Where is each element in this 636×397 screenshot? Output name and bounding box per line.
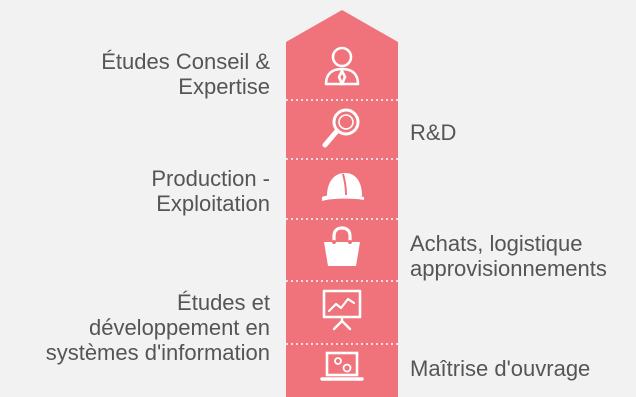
magnifier-icon: [322, 108, 360, 148]
hard-hat-icon: [322, 173, 364, 201]
arrow-column: [286, 10, 398, 397]
person-icon: [324, 46, 360, 86]
step-label-rnd: R&D: [410, 120, 457, 145]
arrow-shape: [286, 10, 398, 397]
step-label-achats: Achats, logistique approvisionnements: [410, 231, 607, 281]
laptop-gears-icon: [320, 351, 364, 381]
step-label-etudes-developpement: Études et développement en systèmes d'in…: [45, 290, 270, 365]
chart-board-icon: [322, 289, 362, 331]
step-label-maitrise-ouvrage: Maîtrise d'ouvrage: [410, 356, 591, 381]
step-label-etudes-conseil: Études Conseil & Expertise: [101, 49, 270, 99]
step-label-production: Production - Exploitation: [151, 166, 270, 216]
shopping-bag-icon: [324, 226, 360, 266]
